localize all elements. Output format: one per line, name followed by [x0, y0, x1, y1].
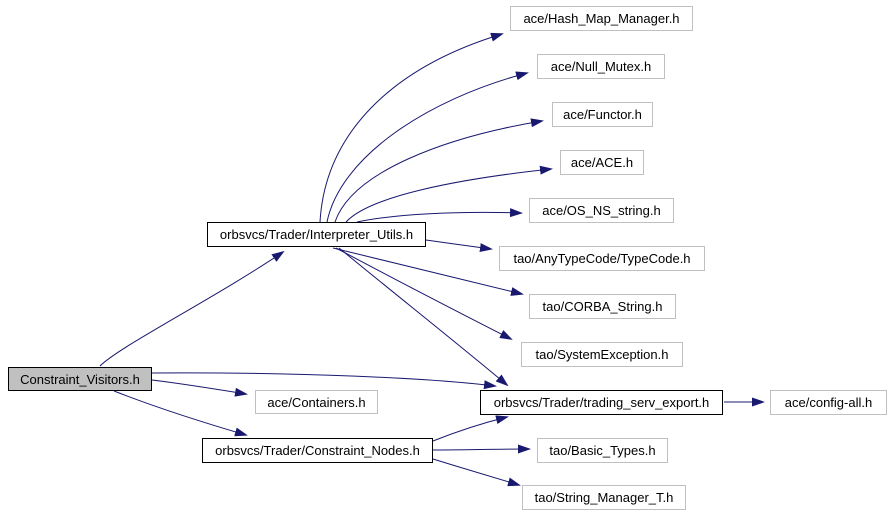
edge-interpreter-utils-to-corba-string	[332, 247, 524, 296]
edge-interpreter-utils-to-typecode	[425, 239, 493, 253]
node-corba-string[interactable]: tao/CORBA_String.h	[529, 294, 676, 319]
edge-interpreter-utils-to-ace	[345, 165, 553, 223]
edge-interpreter-utils-to-system-exception	[335, 247, 513, 340]
edge-constraint-visitors-to-trading-serv-export	[151, 372, 497, 390]
edge-constraint-visitors-to-interpreter-utils	[99, 250, 285, 367]
node-interpreter-utils[interactable]: orbsvcs/Trader/Interpreter_Utils.h	[207, 222, 426, 247]
node-basic-types[interactable]: tao/Basic_Types.h	[537, 438, 668, 463]
edge-constraint-visitors-to-constraint-nodes	[113, 390, 248, 437]
node-os-ns-string[interactable]: ace/OS_NS_string.h	[529, 198, 674, 223]
edge-interpreter-utils-to-trading-serv-export	[338, 247, 509, 387]
edge-interpreter-utils-to-null-mutex	[326, 71, 529, 223]
node-constraint-nodes[interactable]: orbsvcs/Trader/Constraint_Nodes.h	[202, 438, 433, 463]
node-constraint-visitors[interactable]: Constraint_Visitors.h	[8, 367, 152, 391]
edge-interpreter-utils-to-functor	[334, 118, 544, 223]
edge-constraint-nodes-to-trading-serv-export	[432, 415, 509, 442]
node-system-exception[interactable]: tao/SystemException.h	[521, 342, 683, 367]
edge-interpreter-utils-to-os-ns-string	[356, 208, 523, 223]
node-typecode[interactable]: tao/AnyTypeCode/TypeCode.h	[499, 246, 705, 271]
node-trading-serv-export[interactable]: orbsvcs/Trader/trading_serv_export.h	[480, 390, 723, 415]
node-null-mutex[interactable]: ace/Null_Mutex.h	[537, 54, 665, 79]
node-config-all[interactable]: ace/config-all.h	[770, 390, 887, 415]
edge-interpreter-utils-to-hash-map-manager	[319, 32, 504, 223]
node-ace[interactable]: ace/ACE.h	[560, 150, 644, 175]
node-containers[interactable]: ace/Containers.h	[255, 390, 378, 414]
node-functor[interactable]: ace/Functor.h	[552, 102, 653, 127]
edge-constraint-nodes-to-basic-types	[432, 444, 531, 454]
node-hash-map-manager[interactable]: ace/Hash_Map_Manager.h	[510, 6, 693, 31]
edge-constraint-nodes-to-string-manager-t	[432, 458, 521, 487]
node-string-manager-t[interactable]: tao/String_Manager_T.h	[522, 485, 686, 510]
edge-constraint-visitors-to-containers	[151, 379, 248, 397]
